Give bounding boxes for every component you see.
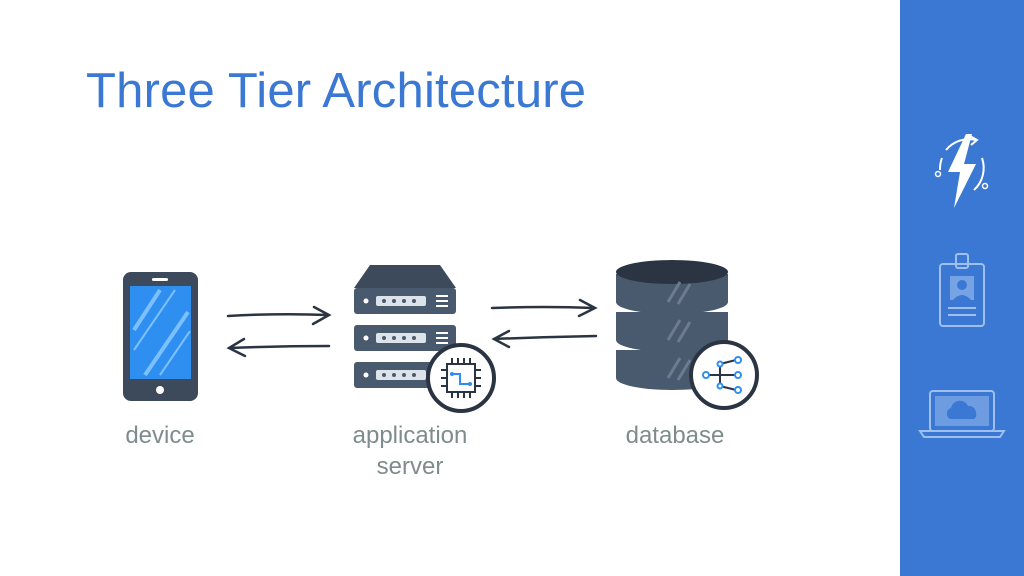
database-label: database <box>625 422 725 449</box>
arrow-device-to-server <box>226 305 332 326</box>
lightning-sync-icon <box>934 134 989 208</box>
server-rack-icon <box>354 265 456 388</box>
arrow-server-to-device <box>226 337 331 358</box>
application-server-label-line2: server <box>376 453 444 480</box>
sidebar <box>900 0 1024 576</box>
arrow-database-to-server <box>491 329 598 349</box>
id-badge-icon <box>939 253 985 327</box>
chip-icon <box>426 343 496 413</box>
application-server-label-line1: application <box>352 422 468 449</box>
laptop-cloud-icon <box>918 390 1006 438</box>
page-title: Three Tier Architecture <box>86 64 587 118</box>
device-label: device <box>125 422 195 449</box>
architecture-diagram <box>123 260 759 413</box>
network-tree-icon <box>689 340 759 410</box>
application-server-label: application server <box>330 420 490 482</box>
arrow-server-to-database <box>490 298 598 318</box>
smartphone-icon <box>123 272 198 401</box>
